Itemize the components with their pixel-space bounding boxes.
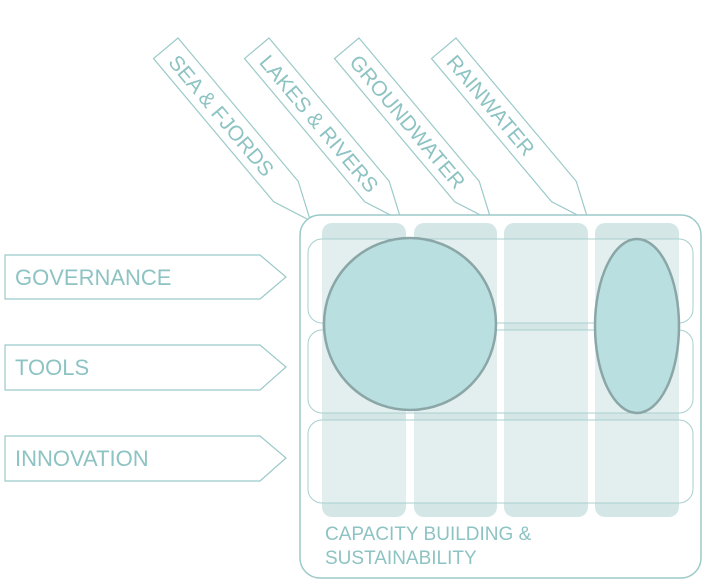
source-arrow-lakes: LAKES & RIVERS [243, 37, 403, 222]
theme-arrow-tools: TOOLS [4, 344, 287, 391]
source-label-rainwater: RAINWATER [441, 51, 538, 161]
highlight-ellipse [593, 237, 681, 415]
theme-label-innovation: INNOVATION [15, 446, 149, 471]
source-arrow-sea: SEA & FJORDS [152, 37, 312, 222]
highlight-circle [322, 236, 498, 412]
theme-label-governance: GOVERNANCE [15, 265, 171, 290]
row-innovation [307, 419, 694, 504]
capacity-label-line1: CAPACITY BUILDING & [325, 524, 532, 545]
capacity-label-line2: SUSTAINABILITY [325, 548, 477, 569]
column-groundwater [504, 223, 588, 517]
theme-arrow-innovation: INNOVATION [4, 435, 287, 482]
theme-label-tools: TOOLS [15, 355, 89, 380]
theme-arrow-governance: GOVERNANCE [4, 254, 287, 300]
